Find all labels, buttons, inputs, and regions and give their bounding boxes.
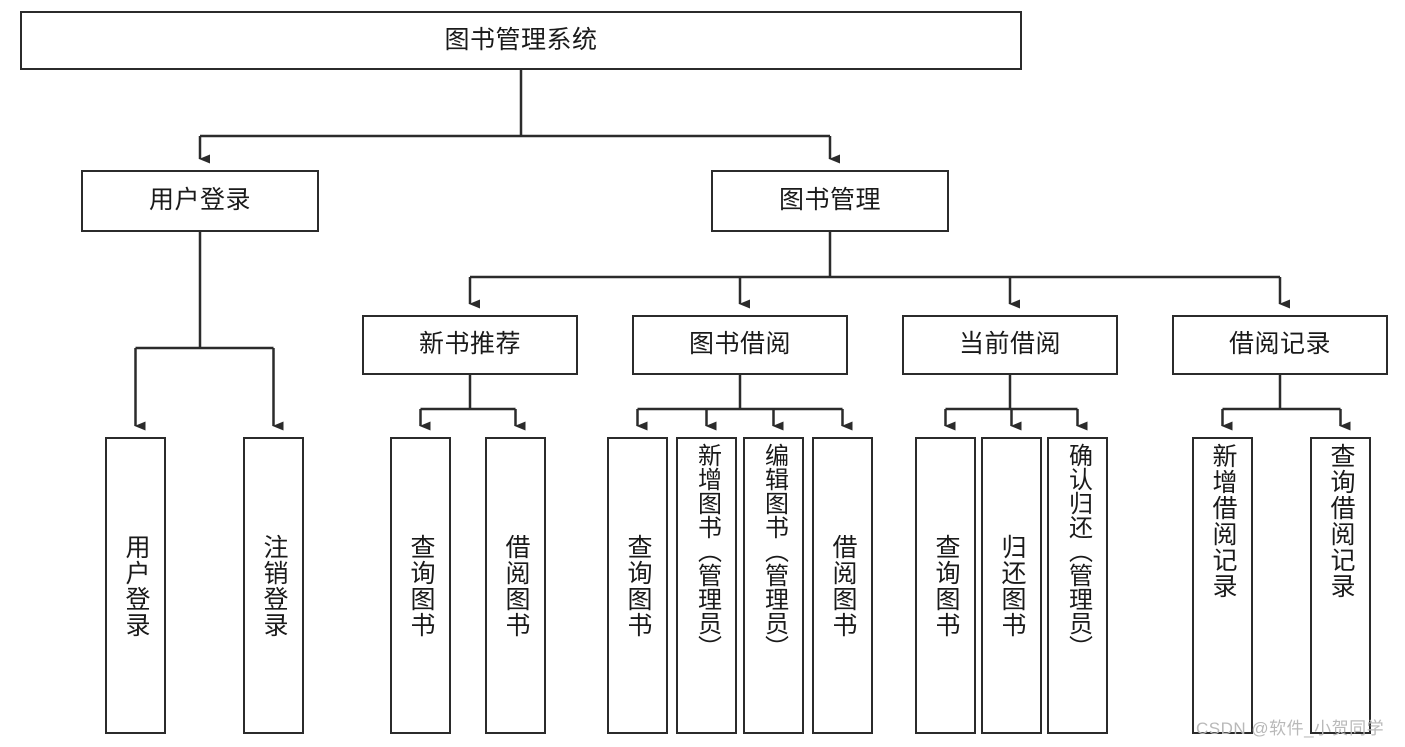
node-borrow-record[interactable]: 借阅记录 — [1172, 315, 1388, 375]
node-root[interactable]: 图书管理系统 — [20, 11, 1022, 70]
node-book-manage[interactable]: 图书管理 — [711, 170, 949, 232]
node-label: 新增借阅记录 — [1209, 443, 1237, 599]
node-label: 查询图书 — [407, 533, 435, 638]
node-leaf-borrow-book-2[interactable]: 借阅图书 — [812, 437, 873, 734]
node-label: 确认归还（管理员） — [1064, 443, 1092, 659]
node-leaf-borrow-book-1[interactable]: 借阅图书 — [485, 437, 546, 734]
node-user-login[interactable]: 用户登录 — [81, 170, 319, 232]
node-leaf-add-book[interactable]: 新增图书（管理员） — [676, 437, 737, 734]
node-label: 图书借阅 — [688, 330, 791, 359]
node-book-borrow[interactable]: 图书借阅 — [632, 315, 848, 375]
node-label: 新增图书（管理员） — [693, 443, 721, 659]
node-leaf-query-book-1[interactable]: 查询图书 — [390, 437, 451, 734]
node-leaf-query-record[interactable]: 查询借阅记录 — [1310, 437, 1371, 734]
node-label: 新书推荐 — [418, 330, 521, 359]
node-label: 图书管理 — [778, 186, 881, 215]
node-label: 编辑图书（管理员） — [760, 443, 788, 659]
node-label: 图书管理系统 — [444, 25, 598, 54]
node-leaf-edit-book[interactable]: 编辑图书（管理员） — [743, 437, 804, 734]
node-leaf-query-book-3[interactable]: 查询图书 — [915, 437, 976, 734]
csdn-watermark: CSDN @软件_小贺同学 — [1196, 719, 1385, 738]
node-label: 借阅图书 — [829, 533, 857, 638]
node-label: 当前借阅 — [958, 330, 1061, 359]
node-leaf-confirm-return[interactable]: 确认归还（管理员） — [1047, 437, 1108, 734]
node-label: 查询图书 — [624, 533, 652, 638]
node-leaf-return-book[interactable]: 归还图书 — [981, 437, 1042, 734]
node-leaf-user-logout[interactable]: 注销登录 — [243, 437, 304, 734]
node-label: 归还图书 — [998, 533, 1026, 638]
node-leaf-user-login[interactable]: 用户登录 — [105, 437, 166, 734]
node-label: 查询借阅记录 — [1327, 443, 1355, 599]
node-leaf-add-record[interactable]: 新增借阅记录 — [1192, 437, 1253, 734]
node-label: 用户登录 — [122, 533, 150, 638]
node-label: 注销登录 — [260, 533, 288, 638]
node-label: 借阅图书 — [502, 533, 530, 638]
node-new-book-recommend[interactable]: 新书推荐 — [362, 315, 578, 375]
node-leaf-query-book-2[interactable]: 查询图书 — [607, 437, 668, 734]
node-label: 查询图书 — [932, 533, 960, 638]
node-label: 借阅记录 — [1228, 330, 1331, 359]
node-label: 用户登录 — [148, 186, 251, 215]
node-current-borrow[interactable]: 当前借阅 — [902, 315, 1118, 375]
